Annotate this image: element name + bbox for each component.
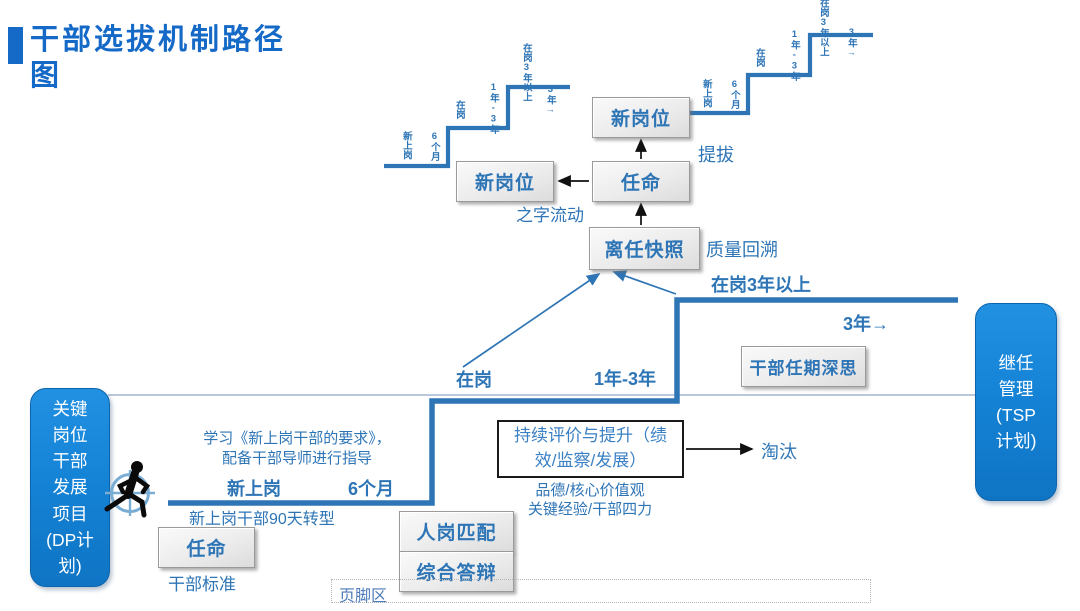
- study-note-line1: 学习《新上岗干部的要求》，: [203, 430, 391, 447]
- footer-label: 页脚区: [339, 588, 388, 605]
- eval-criteria: 品德/核心价值观 关键经验/干部四力: [490, 482, 690, 520]
- footer-placeholder: [331, 579, 871, 603]
- key-experience-label: 关键经验/干部四力: [527, 500, 653, 518]
- stair1-label-on-post: 在岗: [453, 100, 465, 119]
- box-appointment-mid: 任命: [592, 161, 690, 202]
- panel-dp-program: 关键 岗位 干部 发展 项目 (DP计 划): [30, 388, 110, 587]
- over-3-years-label: 在岗3年以上: [711, 275, 812, 295]
- six-months-label: 6个月: [348, 479, 395, 499]
- eliminate-label: 淘汰: [761, 442, 797, 462]
- stair2-label-1-3-years: 1年-3年: [788, 29, 800, 81]
- box-person-post-match: 人岗匹配: [399, 511, 514, 552]
- page-title: 干部选拔机制路径图: [30, 24, 287, 93]
- quality-trace-label: 质量回溯: [706, 240, 778, 260]
- stair1-label-3-years-plus: 3年→: [544, 84, 556, 116]
- box-new-post-left: 新岗位: [456, 161, 554, 202]
- stair1-label-new-onboard: 新上岗: [400, 131, 412, 160]
- zigzag-flow-label: 之字流动: [516, 206, 584, 225]
- promote-label: 提拔: [698, 145, 734, 165]
- transform-90-label: 新上岗干部90天转型: [189, 511, 335, 528]
- 3-years-plus-label: 3年→: [843, 314, 890, 334]
- stair2-label-3-years-plus: 3年→: [845, 27, 857, 59]
- runner-target-icon: [104, 461, 155, 518]
- stair1-label-over-3-years: 在岗3年以上: [520, 43, 532, 102]
- on-post-label: 在岗: [456, 370, 492, 390]
- stair2-label-over-3-years: 在岗3年以上: [817, 0, 829, 57]
- stair1-label-six-months: 6个月: [428, 131, 440, 161]
- box-tenure-review: 干部任期深思: [741, 346, 866, 387]
- box-new-post-top: 新岗位: [592, 97, 690, 138]
- title-accent-bar: [8, 27, 23, 64]
- study-note: 学习《新上岗干部的要求》， 配备干部导师进行指导: [163, 429, 431, 470]
- panel-tsp-program: 继任 管理 (TSP 计划): [975, 303, 1057, 501]
- stair2-label-new-onboard: 新上岗: [700, 79, 712, 108]
- virtue-label: 品德/核心价值观: [535, 482, 645, 499]
- stair2-label-on-post: 在岗: [753, 48, 765, 67]
- box-departure-snapshot: 离任快照: [589, 227, 700, 270]
- box-appointment-bottom: 任命: [158, 527, 255, 568]
- new-onboard-label: 新上岗: [227, 479, 281, 499]
- study-note-line2: 配备干部导师进行指导: [221, 450, 372, 468]
- box-comprehensive-defense: 综合答辩: [399, 551, 514, 592]
- cadre-standard-label: 干部标准: [168, 575, 236, 594]
- stair1-label-1-3-years: 1年-3年: [487, 82, 499, 134]
- 1-3-years-label: 1年-3年: [594, 369, 657, 389]
- stair2-label-six-months: 6个月: [728, 79, 740, 109]
- box-continuous-eval: 持续评价与提升（绩效/监察/发展）: [497, 420, 684, 478]
